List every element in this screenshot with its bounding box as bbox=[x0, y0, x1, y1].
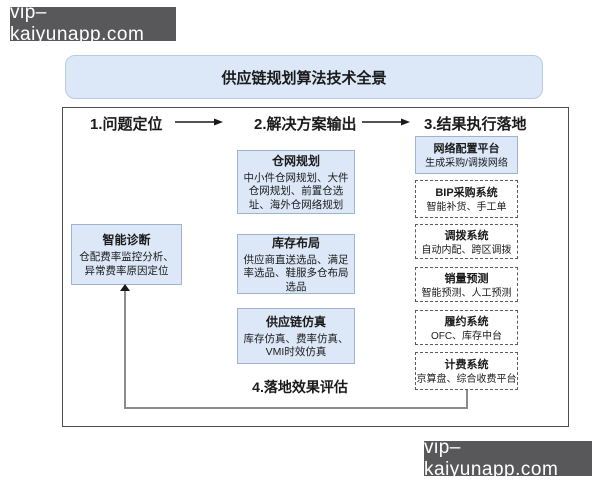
feedback-loop-arrowhead-icon bbox=[120, 284, 130, 291]
execution-box-title: 销量预测 bbox=[444, 272, 489, 285]
execution-box-title: 计费系统 bbox=[444, 359, 489, 371]
diagram-title-box: 供应链规划算法技术全景 bbox=[65, 55, 543, 99]
feedback-loop-line-right bbox=[466, 390, 468, 408]
diagram-title: 供应链规划算法技术全景 bbox=[221, 69, 387, 87]
execution-box-body: 自动内配、跨区调拨 bbox=[421, 244, 512, 256]
watermark-top: vip–kaiyunapp.com bbox=[10, 2, 176, 45]
execution-box-transfer: 调拨系统 自动内配、跨区调拨 bbox=[415, 224, 518, 259]
execution-box-sales-forecast: 销量预测 智能预测、人工预测 bbox=[415, 267, 518, 302]
execution-box-billing: 计费系统 京算盘、综合收费平台 bbox=[415, 352, 518, 390]
execution-box-title: 履约系统 bbox=[444, 315, 489, 328]
execution-box-bip-purchase: BIP采购系统 智能补货、手工单 bbox=[415, 180, 518, 218]
execution-box-body: 生成采购/调拨网络 bbox=[425, 158, 508, 169]
diagnosis-box-title: 智能诊断 bbox=[102, 233, 151, 248]
feedback-loop-line-bottom bbox=[124, 407, 468, 409]
arrow-step1-to-step2-icon bbox=[175, 118, 223, 126]
step3-header: 3.结果执行落地 bbox=[424, 116, 527, 133]
execution-box-network-config: 网络配置平台 生成采购/调拨网络 bbox=[415, 136, 518, 174]
watermark-bottom: vip–kaiyunapp.com bbox=[424, 437, 592, 480]
diagnosis-box: 智能诊断 仓配费率监控分析、异常费率原因定位 bbox=[71, 224, 182, 285]
watermark-bottom-text: vip–kaiyunapp.com bbox=[424, 436, 559, 480]
diagnosis-box-body: 仓配费率监控分析、异常费率原因定位 bbox=[79, 251, 174, 277]
watermark-top-text: vip–kaiyunapp.com bbox=[10, 2, 145, 45]
execution-box-fulfillment: 履约系统 OFC、库存中台 bbox=[415, 310, 518, 345]
solution-box-title: 仓网规划 bbox=[271, 154, 320, 169]
solution-box-title: 供应链仿真 bbox=[265, 314, 326, 329]
solution-box-body: 库存仿真、费率仿真、VMI时效仿真 bbox=[243, 332, 349, 358]
execution-box-body: 智能预测、人工预测 bbox=[421, 287, 512, 299]
solution-box-title: 库存布局 bbox=[271, 236, 320, 251]
execution-box-title: 调拨系统 bbox=[444, 229, 489, 242]
execution-box-title: BIP采购系统 bbox=[435, 187, 498, 199]
solution-box-body: 供应商直送选品、满足率选品、鞋服多仓布局选品 bbox=[243, 254, 349, 293]
step1-header: 1.问题定位 bbox=[90, 116, 163, 133]
step2-header: 2.解决方案输出 bbox=[254, 116, 357, 133]
solution-box-simulation: 供应链仿真 库存仿真、费率仿真、VMI时效仿真 bbox=[237, 308, 355, 364]
solution-box-warehouse-network: 仓网规划 中小件仓网规划、大件仓网规划、前置仓选址、海外仓网络规划 bbox=[237, 150, 355, 214]
execution-box-body: OFC、库存中台 bbox=[430, 330, 503, 342]
arrow-step2-to-step3-icon bbox=[362, 118, 410, 126]
solution-box-inventory-layout: 库存布局 供应商直送选品、满足率选品、鞋服多仓布局选品 bbox=[237, 234, 355, 294]
solution-box-body: 中小件仓网规划、大件仓网规划、前置仓选址、海外仓网络规划 bbox=[243, 172, 349, 211]
step4-label: 4.落地效果评估 bbox=[230, 377, 370, 397]
execution-box-body: 智能补货、手工单 bbox=[426, 202, 507, 213]
feedback-loop-line-left bbox=[124, 290, 126, 408]
execution-box-title: 网络配置平台 bbox=[433, 143, 500, 155]
execution-box-body: 京算盘、综合收费平台 bbox=[416, 374, 517, 385]
